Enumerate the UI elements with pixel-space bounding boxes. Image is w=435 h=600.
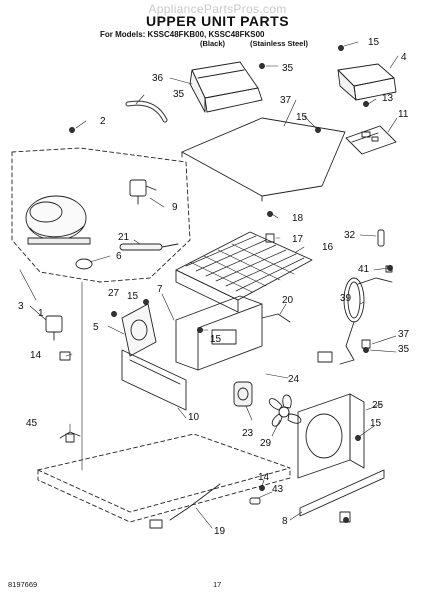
part-grommet [75,258,93,270]
callout-45: 45 [26,418,38,429]
part-relay [129,179,157,205]
callout-13: 14 [30,350,42,361]
variant-black-label: (Black) [200,39,226,48]
callout-43: 41 [358,264,370,275]
part-condenser-bracket [121,303,187,411]
models-line: For Models: KSSC48FKB00, KSSC48FKS00 [100,30,265,39]
part-compressor-outline [11,147,191,283]
callout-10: 10 [188,412,200,423]
callout-21: 21 [118,232,130,243]
callout-11: 11 [398,109,409,120]
part-capacitor [45,315,63,341]
callout-39: 39 [340,293,352,304]
callout-20: 20 [282,295,294,306]
callout-34: 35 [173,89,185,100]
callout-44: 43 [272,484,284,495]
callout-35-a: 35 [282,63,294,74]
callout-27: 27 [108,288,120,299]
part-power-harness [149,483,221,529]
page-title: UPPER UNIT PARTS [145,13,290,29]
callout-12: 13 [382,93,394,104]
part-drier [119,243,179,251]
leader-lines [19,41,399,529]
callout-8: 8 [282,516,288,527]
callout-1: 1 [38,308,44,319]
callout-6: 6 [116,251,122,262]
callout-41: 37 [398,329,410,340]
part-small-fitting [249,497,261,505]
callout-2: 2 [100,116,106,127]
part-fan-shroud [297,393,365,479]
watermark: AppliancePartsPros.com [148,2,287,16]
part-electrical-cover [337,63,397,101]
callout-15-b: 15 [296,112,308,123]
part-fan-blade [268,394,302,427]
callout-24: 24 [288,374,300,385]
part-thermostat-wire [59,431,81,443]
callout-29: 29 [260,438,272,449]
part-pin [377,229,385,247]
callout-17: 17 [292,234,304,245]
callout-35-b: 35 [398,344,410,355]
callout-15-d: 15 [210,334,222,345]
callout-37: 37 [280,95,292,106]
part-upper-duct [189,61,263,113]
callout-15-c: 15 [127,291,139,302]
callout-36: 36 [152,73,164,84]
callout-15-e: 15 [370,418,382,429]
part-grille-strip [299,469,385,517]
callout-14: 14 [258,472,270,483]
part-control-board [345,125,397,155]
part-clip-small [339,511,351,523]
callout-32: 32 [344,230,356,241]
part-compressor [25,195,91,245]
variant-stainless-label: (Stainless Steel) [250,39,308,48]
callout-25: 25 [372,400,384,411]
document-number: 8197669 [8,580,38,589]
part-terminal [59,351,71,361]
callout-19: 18 [292,213,304,224]
callout-16: 16 [322,242,334,253]
part-clip [265,233,275,243]
part-fan-motor [233,381,253,407]
callout-23: 23 [242,428,254,439]
callout-18: 19 [214,526,226,537]
part-wire-harness-small [261,313,291,323]
callout-9: 9 [172,202,178,213]
callout-4: 4 [401,52,407,63]
part-base-frame [175,295,263,371]
part-top-panel [181,117,346,197]
part-small-screw [385,265,393,273]
callout-15-a: 15 [368,37,380,48]
part-condenser [175,231,313,313]
callout-7: 7 [157,284,163,295]
callout-5: 5 [93,322,99,333]
callout-3: 3 [18,301,24,312]
page-number: 17 [213,580,222,589]
part-base-pan [37,433,291,513]
